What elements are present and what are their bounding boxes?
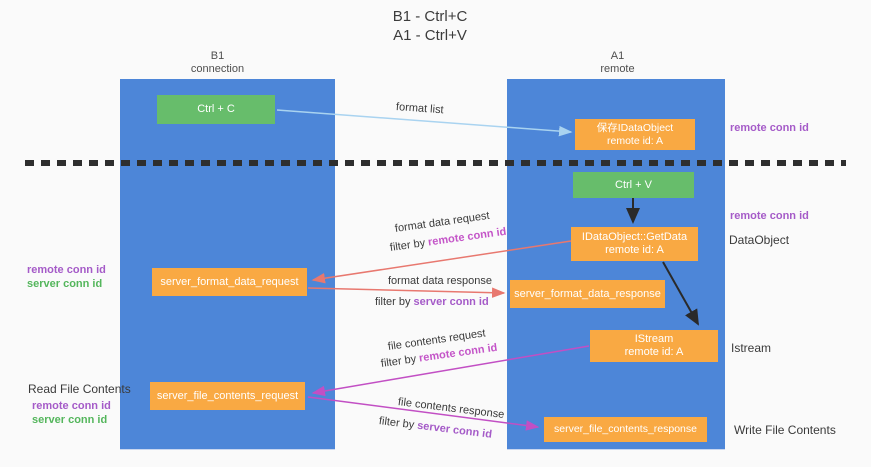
ctrl-v-node: Ctrl + V (573, 172, 694, 198)
diagram-title: B1 - Ctrl+C A1 - Ctrl+V (290, 7, 570, 45)
istream-node: IStream remote id: A (590, 330, 718, 362)
server-conn-id-text-2: server conn id (413, 296, 489, 308)
server-file-contents-response-node: server_file_contents_response (544, 417, 707, 442)
getdata-line2: remote id: A (605, 244, 664, 256)
ctrl-c-label: Ctrl + C (197, 103, 235, 115)
format-data-response-label: format data response (388, 275, 492, 287)
istream-line2: remote id: A (624, 346, 684, 358)
server-format-data-response-label: server_format_data_response (514, 287, 661, 300)
dashed-separator-line (25, 160, 846, 166)
read-file-contents-label: Read File Contents (28, 382, 131, 396)
right-remote-conn-id-top-label: remote conn id (730, 122, 809, 134)
left-remote-conn-id-top-label: remote conn id (27, 264, 106, 276)
save-idataobject-node: 保存IDataObject remote id: A (575, 119, 695, 150)
server-format-data-response-node: server_format_data_response (510, 280, 665, 308)
format-data-response-filter-label: filter by server conn id (375, 296, 489, 308)
filter-by-text-2: filter by (375, 296, 414, 308)
filter-by-text-1: filter by (389, 236, 429, 254)
right-column-subtitle: remote (600, 63, 635, 75)
format-data-response-arrow (307, 287, 506, 298)
dataobject-label: DataObject (729, 233, 790, 247)
save-idataobject-line1: 保存IDataObject (596, 121, 674, 134)
left-column-header: B1 connection (150, 50, 285, 76)
file-contents-response-filter-label: filter by server conn id (378, 415, 492, 441)
left-server-conn-id-top-label: server conn id (27, 278, 103, 290)
filter-by-text-3: filter by (380, 352, 420, 370)
format-list-label: format list (395, 101, 444, 117)
server-conn-id-text-4: server conn id (416, 419, 493, 441)
remote-conn-id-text-1: remote conn id (427, 225, 508, 249)
filter-by-text-4: filter by (378, 415, 418, 432)
right-remote-conn-id-mid-label: remote conn id (730, 210, 809, 222)
file-contents-response-label: file contents response (397, 396, 505, 421)
istream-side-label: Istream (731, 341, 772, 355)
getdata-node: IDataObject::GetData remote id: A (571, 227, 698, 261)
right-column-name: A1 (610, 50, 625, 62)
save-idataobject-line2: remote id: A (606, 134, 664, 147)
left-server-conn-id-bottom-label: server conn id (32, 414, 108, 426)
ctrl-v-label: Ctrl + V (615, 178, 652, 191)
title-line-2: A1 - Ctrl+V (393, 27, 467, 44)
title-line-1: B1 - Ctrl+C (392, 8, 468, 25)
ctrl-c-node: Ctrl + C (157, 95, 275, 124)
getdata-line1: IDataObject::GetData (581, 231, 688, 243)
left-column-subtitle: connection (190, 63, 245, 75)
right-column-header: A1 remote (550, 50, 685, 76)
server-format-data-request-node: server_format_data_request (152, 268, 307, 296)
write-file-contents-label: Write File Contents (734, 423, 836, 437)
server-file-contents-response-label: server_file_contents_response (553, 423, 697, 435)
server-file-contents-request-label: server_file_contents_request (156, 389, 299, 402)
istream-line1: IStream (634, 333, 674, 345)
server-format-data-request-label: server_format_data_request (160, 275, 299, 288)
left-column-name: B1 (210, 50, 225, 62)
server-file-contents-request-node: server_file_contents_request (150, 382, 305, 410)
left-remote-conn-id-bottom-label: remote conn id (32, 400, 111, 412)
